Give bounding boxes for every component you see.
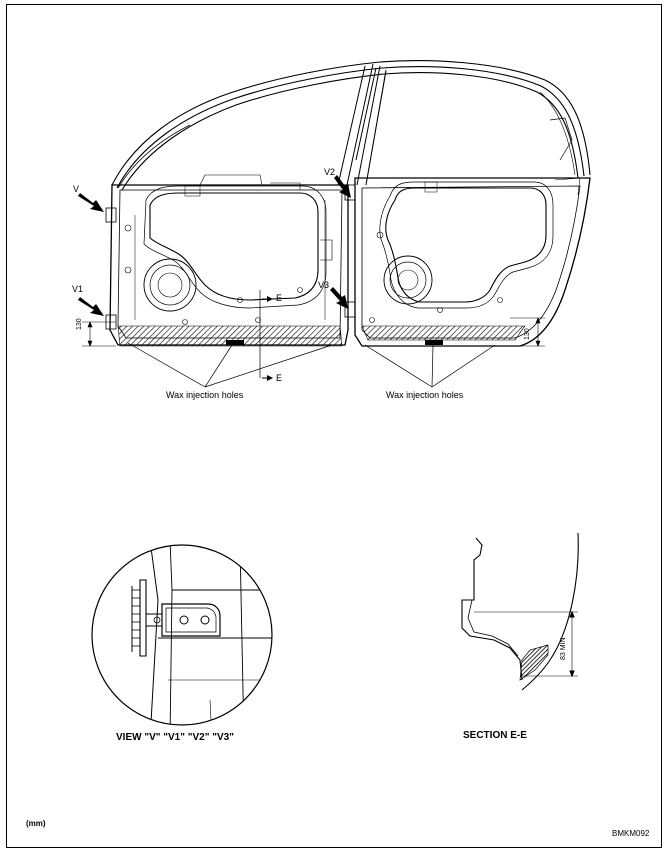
- front-wax-hole: [226, 340, 244, 345]
- front-wax-area: [117, 325, 343, 347]
- label-e-top: E: [276, 293, 283, 303]
- rear-wax-hole: [425, 340, 443, 345]
- b-pillar: [337, 63, 387, 186]
- dimension-rear-130: 130: [524, 328, 531, 340]
- front-door: [105, 124, 349, 346]
- section-caption: SECTION E-E: [463, 730, 527, 741]
- rear-dimension: [510, 317, 545, 347]
- rear-door: [344, 71, 591, 347]
- dimension-section-83: 83 MIN: [560, 637, 567, 660]
- label-wax-front: Wax injection holes: [166, 390, 244, 400]
- view-caption: VIEW "V" "V1" "V2" "V3": [116, 732, 234, 743]
- figure-frame: [6, 4, 662, 848]
- roof-outline: [111, 60, 591, 191]
- section-line-e: [259, 290, 273, 381]
- label-wax-rear: Wax injection holes: [386, 390, 464, 400]
- wax-leaders: [127, 342, 496, 388]
- label-v2: V2: [324, 167, 336, 177]
- label-e-bottom: E: [276, 373, 283, 383]
- label-v: V: [73, 184, 80, 194]
- dimension-front-130: 130: [76, 318, 83, 330]
- view-arrows: [78, 175, 351, 316]
- figure-code: BMKM092: [612, 829, 650, 838]
- view-detail: [91, 544, 273, 726]
- label-v3: V3: [318, 280, 330, 290]
- label-v1: V1: [72, 284, 84, 294]
- rear-wax-area: [361, 325, 526, 341]
- front-dimension: [82, 321, 116, 347]
- units-label: (mm): [26, 819, 46, 828]
- section-e-e: [461, 532, 579, 691]
